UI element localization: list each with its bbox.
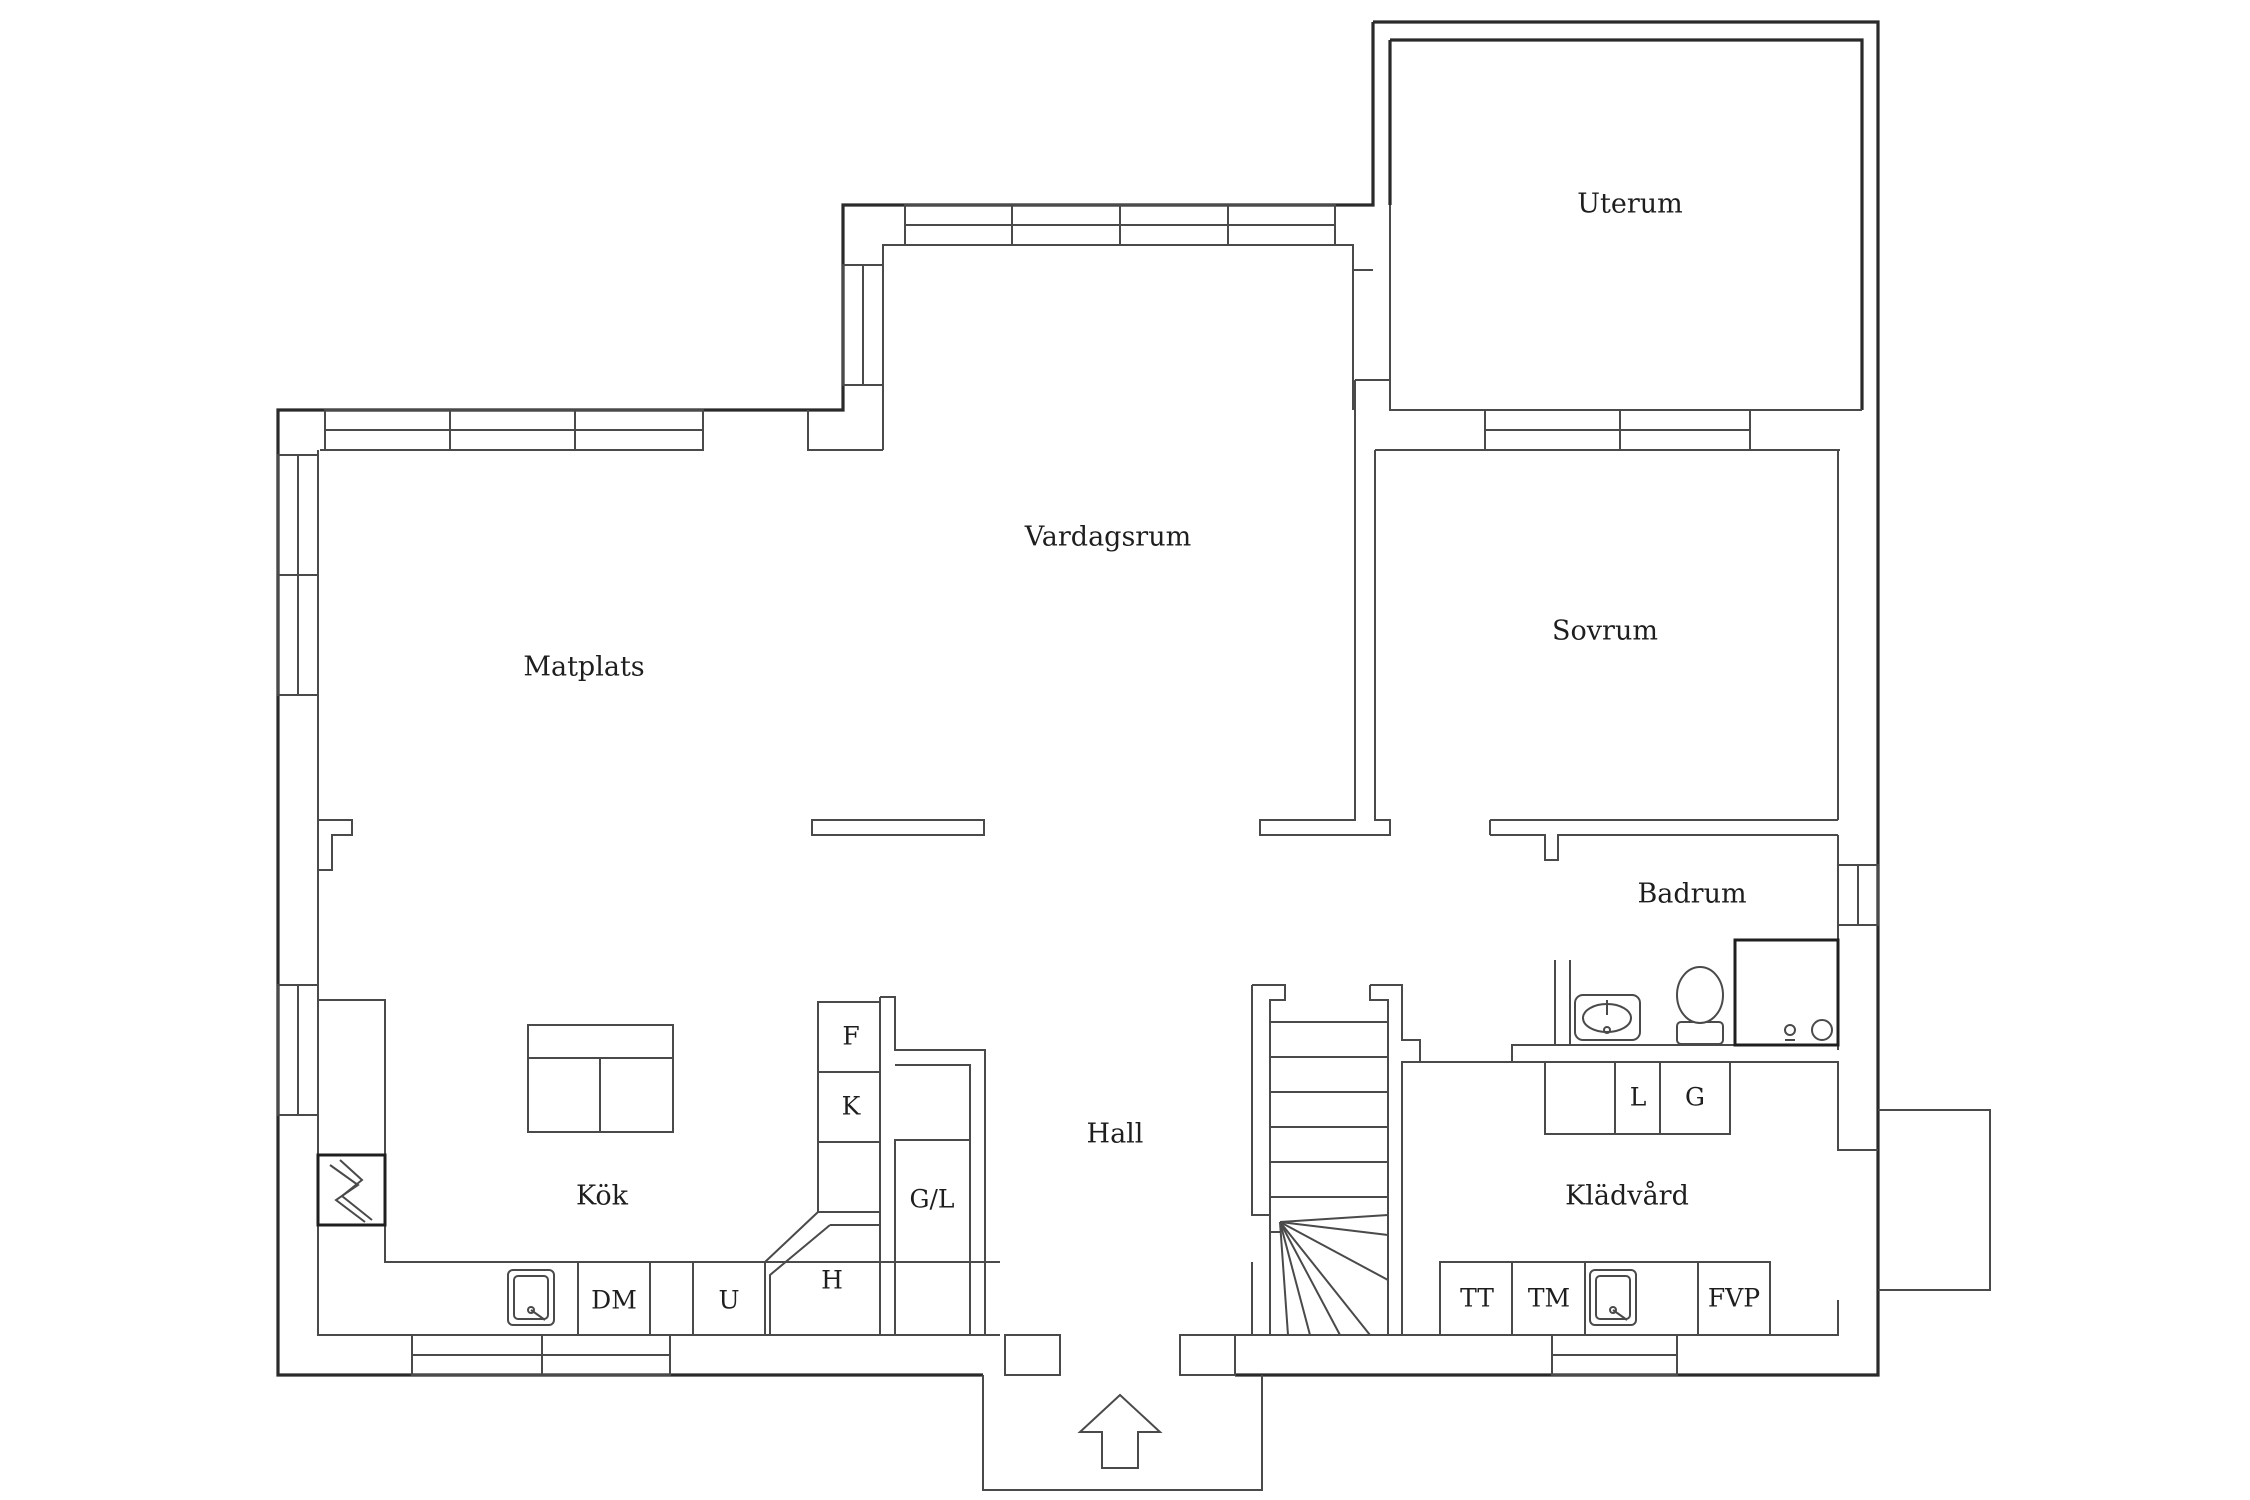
room-label-kladvard: Klädvård bbox=[1565, 1180, 1689, 1212]
bathroom-fixtures bbox=[1511, 938, 1840, 1062]
appliance-label-fvp: FVP bbox=[1708, 1284, 1760, 1313]
room-label-matplats: Matplats bbox=[523, 652, 644, 683]
appliance-label-f: F bbox=[842, 1022, 859, 1051]
room-label-kok: Kök bbox=[576, 1181, 629, 1212]
appliance-label-gl: G/L bbox=[910, 1185, 955, 1214]
room-label-badrum: Badrum bbox=[1637, 879, 1746, 910]
appliance-label-tt: TT bbox=[1460, 1284, 1494, 1313]
room-label-uterum: Uterum bbox=[1577, 189, 1682, 220]
room-label-sovrum: Sovrum bbox=[1552, 616, 1658, 647]
windows bbox=[277, 204, 1879, 1376]
appliance-label-g: G bbox=[1685, 1083, 1705, 1112]
laundry-units bbox=[1439, 1061, 1771, 1336]
kitchen-sink-icon bbox=[507, 1269, 555, 1326]
room-label-vardagsrum: Vardagsrum bbox=[1024, 522, 1191, 553]
chimney-icon bbox=[316, 1153, 387, 1227]
entrance-arrow-icon bbox=[1077, 1393, 1163, 1469]
appliance-label-k: K bbox=[842, 1092, 862, 1121]
appliance-labels: F K G/L H DM U L G TT TM FVP bbox=[591, 1022, 1760, 1315]
staircase bbox=[1270, 1021, 1389, 1336]
appliance-label-h: H bbox=[821, 1266, 843, 1295]
appliance-label-tm: TM bbox=[1528, 1284, 1570, 1313]
toilet-icon bbox=[1676, 966, 1724, 1045]
shower-icon bbox=[1733, 938, 1840, 1047]
interior-walls bbox=[317, 205, 1878, 1336]
room-labels: Uterum Vardagsrum Matplats Sovrum Badrum… bbox=[523, 189, 1746, 1212]
washbasin-icon bbox=[1574, 994, 1641, 1041]
entrance bbox=[982, 1375, 1263, 1491]
kitchen-island bbox=[527, 1024, 674, 1133]
laundry-sink-icon bbox=[1589, 1269, 1637, 1326]
kitchen-counter bbox=[577, 1262, 766, 1335]
side-porch bbox=[1878, 1109, 1991, 1291]
room-label-hall: Hall bbox=[1087, 1119, 1144, 1150]
appliance-label-l: L bbox=[1630, 1083, 1647, 1112]
appliance-label-u: U bbox=[718, 1286, 739, 1315]
appliance-label-dm: DM bbox=[591, 1286, 637, 1315]
